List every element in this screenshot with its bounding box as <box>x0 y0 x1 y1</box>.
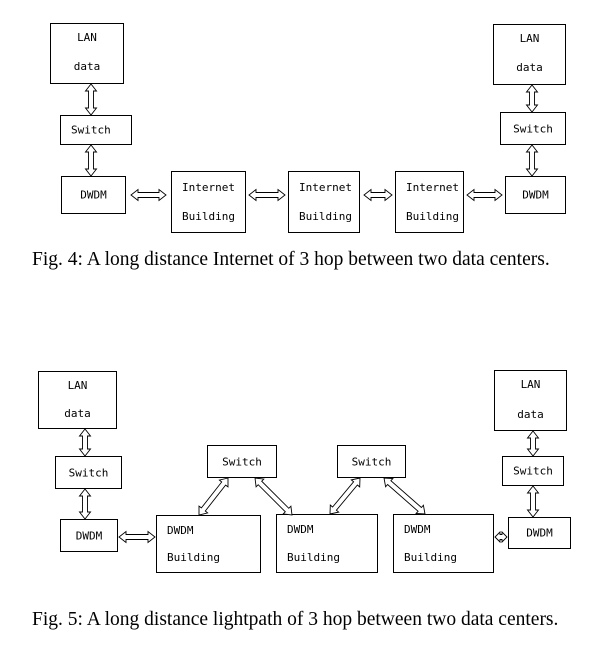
fig4-dwdm-left-box: DWDM <box>61 176 126 214</box>
fig4-arrow-building3-dwdm <box>466 188 503 202</box>
fig4-arrow-switch-dwdm-left <box>84 144 98 177</box>
dwdm-label: DWDM <box>404 523 431 536</box>
fig5-arrow-switch1-building2 <box>254 477 293 516</box>
fig5-arrow-switch2-building2 <box>329 477 361 515</box>
fig5-switch-mid-1: Switch <box>207 445 277 478</box>
data-label: data <box>73 60 101 73</box>
fig4-arrow-lan-switch-right <box>525 84 539 113</box>
data-label: data <box>516 61 543 74</box>
fig5-arrow-switch-dwdm-left <box>78 488 92 520</box>
fig5-arrow-lan-switch-right <box>526 430 540 457</box>
switch-label: Switch <box>71 123 111 137</box>
fig5-dwdm-building-2: DWDM Building <box>276 514 378 573</box>
fig5-arrow-switch1-building1 <box>198 477 229 516</box>
internet-label: Internet <box>299 181 352 194</box>
data-label: data <box>64 407 91 420</box>
fig4-arrow-lan-switch-left <box>84 83 98 116</box>
lan-label: LAN <box>519 32 540 45</box>
fig5-dwdm-building-3: DWDM Building <box>393 514 494 573</box>
internet-label: Internet <box>406 181 459 194</box>
fig5-dwdm-left-box: DWDM <box>60 519 118 552</box>
fig4-arrow-building2-building3 <box>363 188 393 202</box>
dwdm-label: DWDM <box>522 188 549 202</box>
fig5-switch-right-box: Switch <box>502 456 564 486</box>
fig4-switch-left-box: Switch <box>60 115 132 145</box>
dwdm-label: DWDM <box>167 524 194 537</box>
internet-label: Internet <box>182 181 235 194</box>
fig5-dwdm-right-box: DWDM <box>508 517 571 549</box>
dwdm-label: DWDM <box>526 526 553 540</box>
fig4-arrow-building1-building2 <box>248 188 286 202</box>
dwdm-label: DWDM <box>80 188 107 202</box>
fig5-arrow-dwdm-building1 <box>118 530 156 544</box>
building-label: Building <box>404 551 457 564</box>
fig5-arrow-switch2-building3 <box>383 477 426 515</box>
switch-label: Switch <box>351 455 392 468</box>
dwdm-label: DWDM <box>287 523 314 536</box>
fig5-dwdm-building-1: DWDM Building <box>156 515 261 573</box>
building-label: Building <box>299 210 352 223</box>
fig4-switch-right-box: Switch <box>500 112 566 145</box>
building-label: Building <box>287 551 340 564</box>
fig4-lan-right-box: LAN data <box>493 24 566 85</box>
lan-label: LAN <box>67 379 88 392</box>
fig5-arrow-switch-dwdm-right <box>526 485 540 518</box>
switch-label: Switch <box>68 466 109 479</box>
fig4-lan-left-box: LAN data <box>50 23 124 84</box>
dwdm-label: DWDM <box>75 529 103 542</box>
fig4-arrow-dwdm-building1 <box>130 188 167 202</box>
fig4-internet-building-3: Internet Building <box>395 171 464 233</box>
lan-label: LAN <box>520 378 541 391</box>
switch-label: Switch <box>222 455 262 468</box>
fig4-arrow-switch-dwdm-right <box>525 144 539 177</box>
fig4-internet-building-2: Internet Building <box>288 171 360 233</box>
fig5-arrow-lan-switch-left <box>78 428 92 457</box>
lan-label: LAN <box>77 31 97 44</box>
fig5-lan-left-box: LAN data <box>38 371 117 429</box>
fig5-lan-right-box: LAN data <box>494 370 567 431</box>
building-label: Building <box>182 210 235 223</box>
fig4-caption: Fig. 4: A long distance Internet of 3 ho… <box>32 249 550 270</box>
switch-label: Switch <box>513 464 553 478</box>
fig4-dwdm-right-box: DWDM <box>505 176 566 214</box>
fig4-internet-building-1: Internet Building <box>171 171 246 233</box>
fig5-switch-left-box: Switch <box>55 456 122 489</box>
data-label: data <box>517 408 544 421</box>
fig5-caption: Fig. 5: A long distance lightpath of 3 h… <box>32 609 559 630</box>
fig5-arrow-building3-dwdm <box>494 530 508 544</box>
switch-label: Switch <box>513 122 553 135</box>
fig5-switch-mid-2: Switch <box>337 445 406 478</box>
building-label: Building <box>167 551 220 564</box>
building-label: Building <box>406 210 459 223</box>
